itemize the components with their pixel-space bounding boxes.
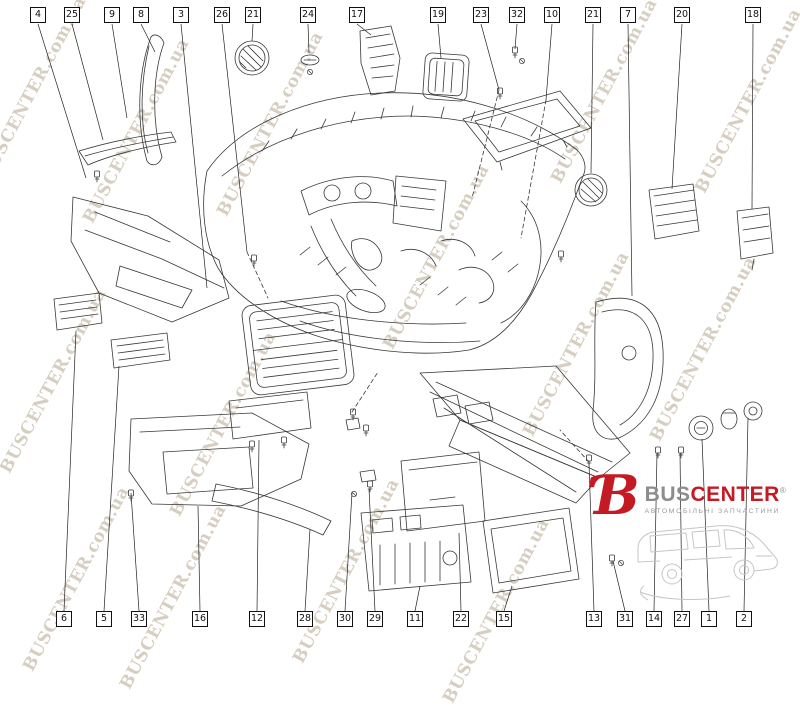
dashboard-parts <box>53 25 774 594</box>
callout-top-18: 18 <box>745 7 761 23</box>
right-end-panel-7 <box>592 297 664 440</box>
logo-brand-bus: BUS <box>644 483 691 506</box>
callout-top-4: 4 <box>30 7 46 23</box>
defroster-grille-17 <box>359 25 401 96</box>
callout-bottom-11: 11 <box>407 611 423 627</box>
callout-bottom-6: 6 <box>56 611 72 627</box>
trim-strip-12 <box>228 391 312 453</box>
a-pillar-trim <box>139 34 165 166</box>
callout-bottom-14: 14 <box>646 611 662 627</box>
callout-bottom-22: 22 <box>453 611 469 627</box>
dashboard-body <box>203 92 586 354</box>
callout-bottom-31: 31 <box>617 611 633 627</box>
callout-bottom-15: 15 <box>496 611 512 627</box>
lower-left-panel-16 <box>128 412 310 507</box>
callout-bottom-16: 16 <box>192 611 208 627</box>
left-vent-5 <box>110 332 171 369</box>
callout-top-20: 20 <box>674 7 690 23</box>
clip-14 <box>655 446 661 459</box>
knee-bolster-28 <box>211 483 332 536</box>
callout-bottom-12: 12 <box>249 611 265 627</box>
callout-bottom-13: 13 <box>586 611 602 627</box>
center-vent-stack <box>241 294 355 396</box>
van-sketch <box>637 525 778 601</box>
callout-top-17: 17 <box>349 7 365 23</box>
side-vent-20 <box>648 183 700 240</box>
screw-31 <box>618 560 624 566</box>
callout-bottom-29: 29 <box>367 611 383 627</box>
callout-bottom-33: 33 <box>131 611 147 627</box>
callout-bottom-5: 5 <box>96 611 112 627</box>
callout-top-32: 32 <box>509 7 525 23</box>
logo-brand: BUSCENTER® <box>645 484 787 505</box>
callout-top-7: 7 <box>620 7 636 23</box>
driver-lower-panel <box>70 196 230 323</box>
callout-top-3: 3 <box>173 7 189 23</box>
heater-unit-11 <box>360 504 472 592</box>
callout-top-9: 9 <box>104 7 120 23</box>
top-tray-10 <box>462 90 592 171</box>
callout-top-24: 24 <box>300 7 316 23</box>
dashed-leaders <box>246 89 590 463</box>
logo-brand-center: CENTER <box>690 483 780 506</box>
lower-carrier-13 <box>419 365 631 504</box>
callout-top-23: 23 <box>473 7 489 23</box>
speaker-grille-right <box>574 173 608 207</box>
glovebox-lid-15 <box>482 507 580 594</box>
exploded-diagram-art <box>37 23 778 612</box>
callout-top-10: 10 <box>544 7 560 23</box>
brackets-29-30 <box>345 408 377 498</box>
leader-lines <box>37 23 754 612</box>
logo-tagline: АВТОМОБІЛЬНІ ЗАПЧАСТИНИ <box>644 508 780 515</box>
glovebox-22 <box>400 451 486 532</box>
callout-bottom-30: 30 <box>337 611 353 627</box>
logo-text: BUSCENTER® АВТОМОБІЛЬНІ ЗАПЧАСТИНИ <box>645 470 787 515</box>
small-cap-24 <box>300 54 320 75</box>
switch-knob-cluster <box>688 401 763 441</box>
corner-vent-18 <box>736 206 774 271</box>
registered-mark: ® <box>779 486 787 495</box>
speaker-grille-left <box>234 40 270 76</box>
clip-26 <box>251 254 257 267</box>
callout-bottom-27: 27 <box>674 611 690 627</box>
buscenter-logo: Ɓ BUSCENTER® АВТОМОБІЛЬНІ ЗАПЧАСТИНИ <box>594 463 787 527</box>
logo-symbol: Ɓ <box>594 463 640 527</box>
callout-top-21-b: 21 <box>585 7 601 23</box>
callout-top-21-a: 21 <box>245 7 261 23</box>
air-vent-19 <box>422 52 470 102</box>
clip <box>558 250 564 263</box>
callout-bottom-28: 28 <box>297 611 313 627</box>
callout-top-26: 26 <box>214 7 230 23</box>
screw <box>519 58 525 64</box>
clip-27 <box>678 446 684 459</box>
callout-bottom-2: 2 <box>736 611 752 627</box>
left-vent-6 <box>53 292 103 331</box>
trim-strip <box>78 131 177 183</box>
callout-top-25: 25 <box>64 7 80 23</box>
callout-top-8: 8 <box>133 7 149 23</box>
callout-bottom-1: 1 <box>701 611 717 627</box>
callout-top-19: 19 <box>430 7 446 23</box>
